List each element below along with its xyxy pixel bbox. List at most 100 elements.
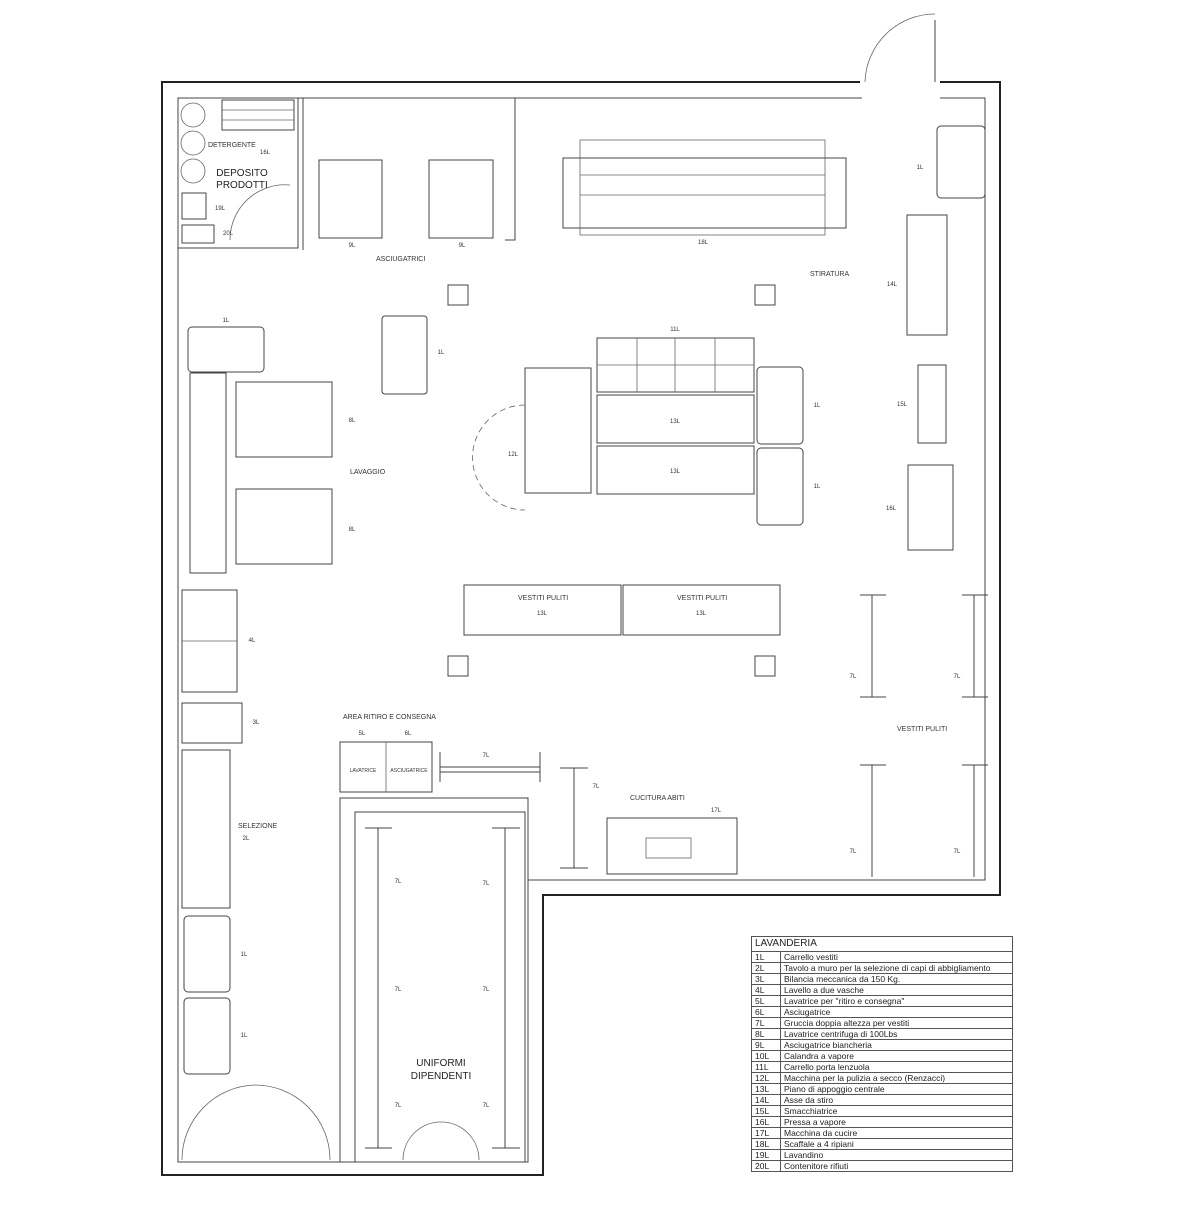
cart-1L[interactable] xyxy=(183,915,231,993)
cart-1L[interactable] xyxy=(381,315,428,395)
legend-code: 3L xyxy=(751,973,781,985)
dry-cleaning-machine-12L[interactable] xyxy=(524,367,592,494)
legend-code: 15L xyxy=(751,1105,781,1117)
central-table-13L[interactable] xyxy=(596,394,755,444)
tag-16L: 16L xyxy=(886,506,897,512)
legend-desc: Lavatrice per "ritiro e consegna" xyxy=(780,995,1013,1007)
shelf-rack-18L xyxy=(221,99,295,131)
clothes-rack-7L[interactable] xyxy=(439,752,541,782)
room-label-vestiti-puliti: VESTITI PULITI xyxy=(897,726,947,733)
tag-1L: 1L xyxy=(241,1033,248,1039)
room-label-cucitura: CUCITURA ABITI xyxy=(630,795,685,802)
dirty-clothes-table-13L[interactable] xyxy=(463,584,622,636)
clothes-rack-7L[interactable] xyxy=(492,827,520,1149)
room-label-selezione: SELEZIONE xyxy=(238,823,278,830)
tag-15L: 15L xyxy=(897,402,908,408)
cart-1L[interactable] xyxy=(756,366,804,445)
scale-3L[interactable] xyxy=(181,702,243,744)
steam-calender-18L[interactable] xyxy=(562,139,847,236)
detergent-drum xyxy=(180,130,206,156)
legend-desc: Pressa a vapore xyxy=(780,1116,1013,1128)
spotting-machine-15L[interactable] xyxy=(917,364,947,444)
legend-desc: Asciugatrice xyxy=(780,1006,1013,1018)
legend-code: 20L xyxy=(751,1160,781,1172)
cart-1L[interactable] xyxy=(756,447,804,526)
uniform-room-wall xyxy=(339,797,529,1163)
central-table-13L[interactable] xyxy=(596,445,755,495)
tag-1L: 1L xyxy=(814,403,821,409)
label-vestiti-sporchi: VESTITI PULITI xyxy=(518,595,568,602)
front-entrance-double-door[interactable] xyxy=(181,1084,331,1161)
sorting-table-2L[interactable] xyxy=(181,749,231,909)
steam-press-16L[interactable] xyxy=(907,464,954,551)
tag-7L: 7L xyxy=(954,849,961,855)
tag-20L: 20L xyxy=(223,231,234,237)
room-label-deposito: DEPOSITO xyxy=(216,168,268,179)
tag-1L: 1L xyxy=(917,165,924,171)
tag-1L: 1L xyxy=(438,350,445,356)
tag-8L: 8L xyxy=(349,418,356,424)
legend-desc: Tavolo a muro per la selezione di capi d… xyxy=(780,962,1013,974)
uniform-room-door[interactable] xyxy=(402,1121,480,1161)
legend-code: 14L xyxy=(751,1094,781,1106)
sheet-cart-11L[interactable] xyxy=(596,337,755,393)
clothes-rack-7L[interactable] xyxy=(962,764,988,877)
clothes-rack-7L[interactable] xyxy=(860,594,886,698)
dry-cleaning-door-swing xyxy=(472,404,526,511)
dryer-room-wall xyxy=(302,97,516,250)
clean-clothes-table-13L[interactable] xyxy=(622,584,781,636)
sewing-machine-17L[interactable] xyxy=(606,817,738,875)
legend-desc: Gruccia doppia altezza per vestiti xyxy=(780,1017,1013,1029)
tag-13L: 13L xyxy=(537,611,548,617)
legend-desc: Carrello vestiti xyxy=(780,951,1013,963)
tag-11L: 11L xyxy=(670,327,680,333)
clothes-rack-7L[interactable] xyxy=(365,827,392,1149)
ironing-board-14L[interactable] xyxy=(906,214,948,336)
tag-7L: 7L xyxy=(395,1103,402,1109)
detergent-drum xyxy=(180,102,206,128)
cart-1L[interactable] xyxy=(936,125,986,199)
washer-8L[interactable] xyxy=(235,488,333,565)
tag-1L: 1L xyxy=(223,318,230,324)
room-label-asciugatrici: ASCIUGATRICI xyxy=(376,256,425,263)
clothes-rack-7L[interactable] xyxy=(962,594,988,698)
room-label-uniformi: UNIFORMI xyxy=(416,1058,465,1069)
cart-1L[interactable] xyxy=(183,997,231,1075)
entrance-door[interactable] xyxy=(864,13,936,83)
legend-desc: Contenitore rifiuti xyxy=(780,1160,1013,1172)
tag-7L: 7L xyxy=(954,674,961,680)
tag-2L: 2L xyxy=(243,836,250,842)
floor-drain xyxy=(754,284,776,306)
legend-code: 1L xyxy=(751,951,781,963)
tag-9L: 9L xyxy=(459,243,466,249)
dryer-9L[interactable] xyxy=(318,159,383,239)
tag-12L: 12L xyxy=(508,452,519,458)
legend-code: 2L xyxy=(751,962,781,974)
tag-1L: 1L xyxy=(241,952,248,958)
room-label-area-ritiro: AREA RITIRO E CONSEGNA xyxy=(343,714,436,721)
washer-8L[interactable] xyxy=(235,381,333,458)
cart-1L[interactable] xyxy=(187,326,265,373)
floor-drain xyxy=(447,284,469,306)
detergent-drum xyxy=(180,158,206,184)
legend-code: 16L xyxy=(751,1116,781,1128)
grating xyxy=(189,372,227,574)
legend-desc: Piano di appoggio centrale xyxy=(780,1083,1013,1095)
tag-16L: 16L xyxy=(260,150,271,156)
storage-door[interactable] xyxy=(229,184,291,241)
dryer-9L[interactable] xyxy=(428,159,494,239)
clothes-rack-7L[interactable] xyxy=(560,767,588,869)
room-label-prodotti: PRODOTTI xyxy=(216,180,268,191)
tag-7L: 7L xyxy=(593,784,600,790)
clothes-rack-7L[interactable] xyxy=(860,764,886,877)
legend-code: 7L xyxy=(751,1017,781,1029)
